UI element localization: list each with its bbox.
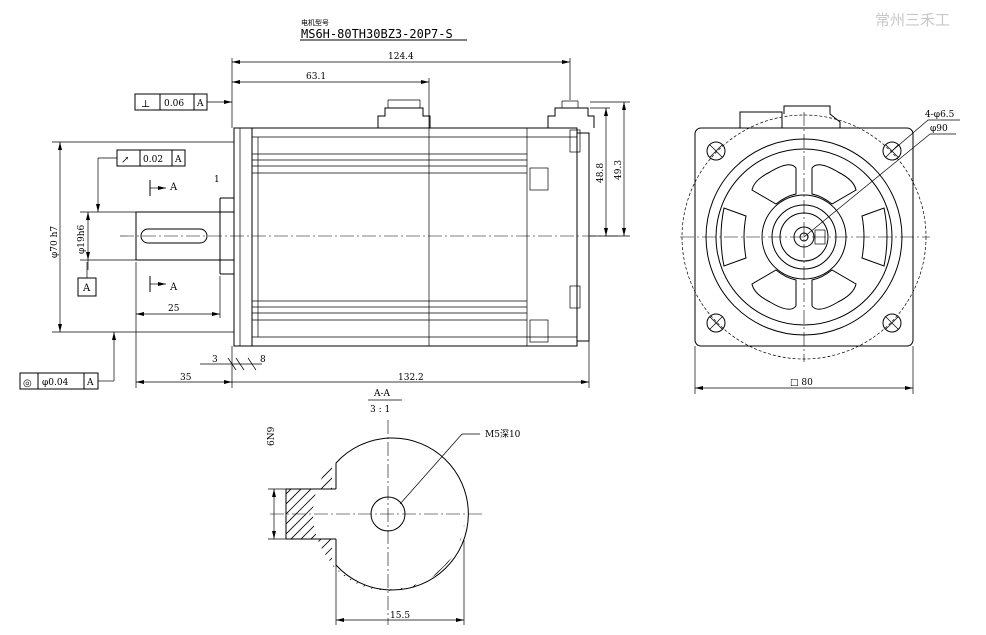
hatch-line bbox=[286, 463, 301, 591]
hatch-line bbox=[286, 463, 311, 591]
hatch-line bbox=[500, 420, 700, 620]
tol-perpendicularity: ⊥ 0.06 A bbox=[134, 93, 232, 111]
dim-thread: M5深10 bbox=[485, 429, 521, 440]
hatch-line bbox=[449, 463, 466, 591]
hatch-line bbox=[510, 420, 710, 620]
hatch-line bbox=[520, 420, 720, 620]
hatch-line bbox=[329, 463, 466, 591]
runout-datum: A bbox=[174, 155, 182, 165]
section-mark-top: A bbox=[169, 182, 178, 193]
concentric-datum: A bbox=[86, 378, 94, 388]
dim-key-length: 25 bbox=[168, 304, 180, 314]
datum-a-box: A bbox=[77, 262, 97, 297]
concentric-value: φ0.04 bbox=[42, 378, 69, 388]
hatch-line bbox=[319, 463, 466, 591]
hatch-line bbox=[349, 463, 466, 591]
side-view: A A 124.4 63.1 132.2 35 25 3 8 1 φ70 h7 … bbox=[50, 52, 630, 388]
dim-pcd: φ90 bbox=[930, 124, 948, 134]
hatch-line bbox=[480, 420, 680, 620]
hatch-line bbox=[470, 420, 670, 620]
hatch-line bbox=[286, 463, 411, 591]
hatch-line bbox=[409, 463, 466, 591]
hatch-line bbox=[359, 463, 466, 591]
hatch-line bbox=[80, 420, 280, 620]
hatch-line bbox=[339, 463, 466, 591]
dim-tiny-1: 1 bbox=[214, 175, 220, 185]
hatch-line bbox=[286, 463, 451, 591]
dim-flange-b: 8 bbox=[260, 355, 266, 365]
hatch-line bbox=[286, 463, 381, 591]
hatch-line bbox=[309, 463, 466, 591]
dim-key-width: 6N9 bbox=[267, 426, 277, 446]
front-view: 4-φ6.5 φ90 □ 80 bbox=[680, 105, 960, 394]
model-number: MS6H-80TH30BZ3-20P7-S bbox=[301, 27, 453, 41]
hatch-line bbox=[286, 463, 391, 591]
hatch-line bbox=[0, 420, 160, 620]
model-label: 电机型号 bbox=[301, 18, 329, 27]
hatch-line bbox=[286, 463, 361, 591]
hatch-line bbox=[0, 420, 180, 620]
hatch-line bbox=[459, 463, 466, 591]
hatch-line bbox=[0, 420, 170, 620]
hatch-line bbox=[379, 463, 466, 591]
hatch-line bbox=[20, 420, 220, 620]
hatch-line bbox=[70, 420, 270, 620]
hatch-line bbox=[60, 420, 260, 620]
hatch-line bbox=[40, 420, 240, 620]
watermark: 常州三禾工 bbox=[875, 11, 950, 29]
perp-symbol: ⊥ bbox=[141, 99, 150, 110]
section-scale: 3 : 1 bbox=[370, 405, 390, 415]
dim-length-mid: 63.1 bbox=[306, 72, 326, 82]
tol-runout: ↗ 0.02 A bbox=[96, 149, 186, 212]
hatch-line bbox=[530, 420, 730, 620]
hatch-line bbox=[286, 463, 401, 591]
dim-shaft-dia: φ19h6 bbox=[77, 224, 87, 254]
dim-flange-a: 3 bbox=[212, 355, 218, 365]
hatch-line bbox=[286, 463, 351, 591]
dim-height-b: 49.3 bbox=[614, 160, 624, 180]
dim-holes: 4-φ6.5 bbox=[925, 110, 955, 120]
hatch-line bbox=[286, 463, 291, 591]
hatch-line bbox=[540, 420, 740, 620]
hatch-line bbox=[0, 420, 190, 620]
dim-length-total: 124.4 bbox=[388, 52, 414, 62]
hatch-line bbox=[419, 463, 466, 591]
dim-body-length: 132.2 bbox=[398, 373, 424, 383]
section-view: A-A 3 : 1 6N9 M5深10 bbox=[0, 389, 750, 625]
dim-square: □ 80 bbox=[790, 378, 813, 388]
dim-height-a: 48.8 bbox=[596, 163, 606, 183]
hatch-line bbox=[490, 420, 690, 620]
hatch-line bbox=[286, 463, 371, 591]
perp-datum: A bbox=[196, 99, 204, 109]
hatch-line bbox=[429, 463, 466, 591]
hatch-line bbox=[30, 420, 230, 620]
hatch-line bbox=[286, 463, 441, 591]
concentric-symbol: ◎ bbox=[23, 378, 32, 389]
hatch-line bbox=[399, 463, 466, 591]
hatch-line bbox=[50, 420, 250, 620]
section-title: A-A bbox=[373, 389, 391, 399]
tol-concentricity: ◎ φ0.04 A bbox=[19, 332, 116, 390]
section-mark-bottom: A bbox=[169, 282, 178, 293]
hatch-line bbox=[0, 420, 150, 620]
hatch-line bbox=[10, 420, 210, 620]
hatch-line bbox=[550, 420, 750, 620]
perp-value: 0.06 bbox=[164, 99, 184, 109]
dim-pilot-dia: φ70 h7 bbox=[50, 226, 60, 258]
dim-section-width: 15.5 bbox=[390, 611, 410, 621]
hatch-line bbox=[0, 420, 200, 620]
runout-value: 0.02 bbox=[143, 155, 163, 165]
runout-symbol: ↗ bbox=[121, 155, 129, 166]
dim-shaft-ext: 35 bbox=[180, 373, 192, 383]
hatch-line bbox=[389, 463, 466, 591]
model-box: 电机型号 MS6H-80TH30BZ3-20P7-S bbox=[300, 18, 467, 41]
hatch-line bbox=[439, 463, 466, 591]
datum-a-label: A bbox=[82, 283, 91, 294]
